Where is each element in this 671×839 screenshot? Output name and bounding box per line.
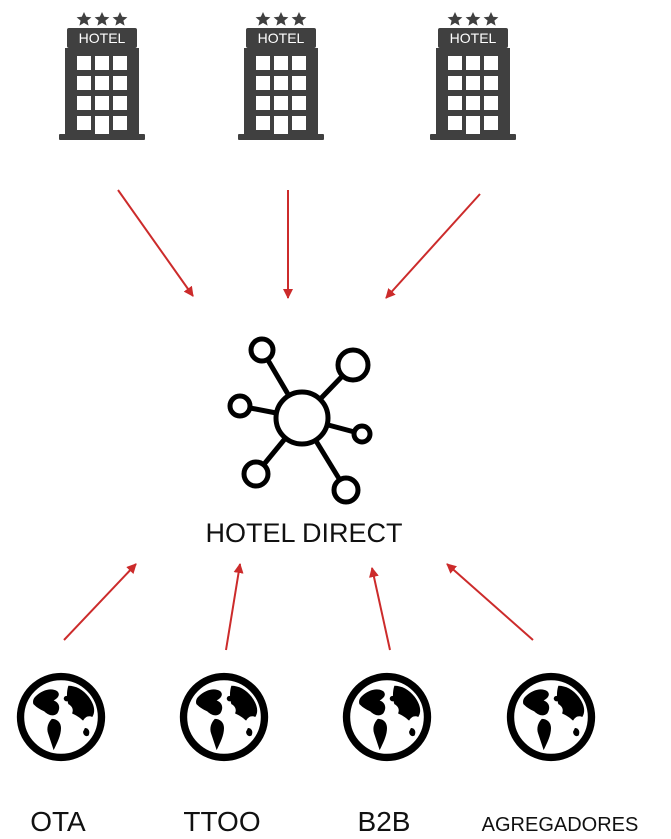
channel-label: AGREGADORES	[482, 814, 639, 836]
globe-icon	[21, 677, 102, 758]
hotel-3: HOTEL	[430, 12, 516, 140]
hub-label: HOTEL DIRECT	[205, 518, 402, 548]
hotel-to-hub-arrow-1	[117, 189, 194, 297]
hotel-to-hub-arrow-3	[385, 193, 481, 299]
channel-label: OTA	[30, 806, 86, 837]
channel-label: B2B	[358, 806, 411, 837]
hotel-sign-label: HOTEL	[79, 30, 126, 46]
channel-ota: OTA	[21, 677, 102, 837]
channel-to-hub-arrow-3	[369, 567, 391, 651]
hotel-sign-label: HOTEL	[450, 30, 497, 46]
channel-b2b: B2B	[347, 677, 428, 837]
network-hub-icon	[227, 336, 373, 505]
hotel-sign-label: HOTEL	[258, 30, 305, 46]
channel-to-hub-arrow-4	[446, 563, 534, 641]
hotel-1: HOTEL	[59, 12, 145, 140]
channel-label: TTOO	[183, 806, 260, 837]
channel-to-hub-arrow-2	[225, 563, 244, 651]
channel-ttoo: TTOO	[183, 677, 264, 837]
channel-to-hub-arrow-1	[63, 563, 137, 641]
channel-agregadores: AGREGADORES	[482, 677, 639, 836]
globe-icon	[511, 677, 592, 758]
globe-icon	[184, 677, 265, 758]
hotel-2: HOTEL	[238, 12, 324, 140]
globe-icon	[347, 677, 428, 758]
